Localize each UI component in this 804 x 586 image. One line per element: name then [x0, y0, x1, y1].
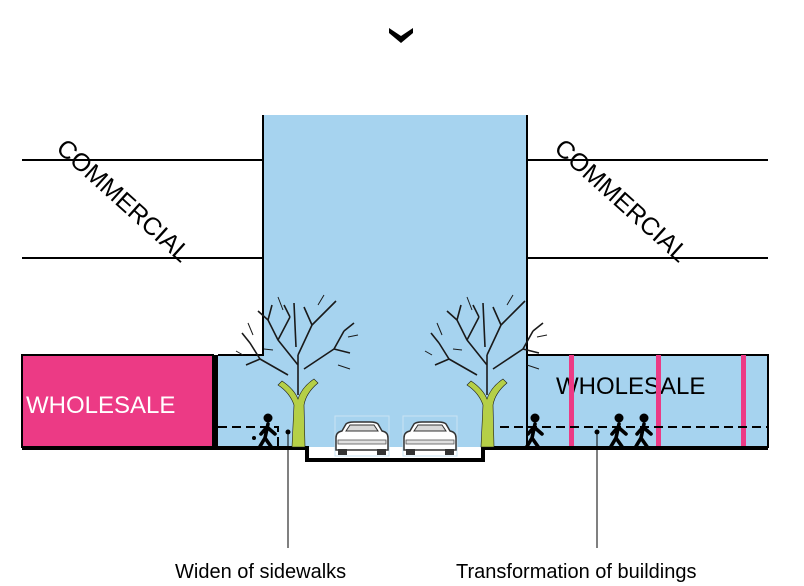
car-icon [402, 415, 458, 457]
chevron-down-icon[interactable] [389, 28, 413, 43]
wholesale-block-left [21, 354, 214, 448]
bollard-dot [252, 436, 256, 440]
wholesale-divider-wall [212, 355, 218, 447]
tree-icon [235, 294, 359, 448]
caption-transformation-buildings: Transformation of buildings [456, 561, 697, 583]
ground-line [22, 446, 768, 462]
caption-widen-sidewalks: Widen of sidewalks [175, 561, 346, 583]
wholesale-label-left: WHOLESALE [26, 392, 175, 419]
bollard-dot [594, 429, 600, 435]
sidewalk-canopy-left [218, 426, 279, 447]
car-icon [334, 415, 390, 457]
building-column [741, 355, 746, 447]
street-sky-space [218, 115, 768, 447]
building-column [569, 355, 574, 447]
building-column [656, 355, 661, 447]
sidewalk-canopy-right [500, 426, 769, 447]
tree-icon [424, 294, 548, 448]
bollard-dot [285, 429, 291, 435]
wholesale-label-right: WHOLESALE [556, 373, 705, 400]
commercial-label-right: COMMERCIAL [549, 134, 694, 268]
commercial-label-left: COMMERCIAL [51, 134, 196, 268]
